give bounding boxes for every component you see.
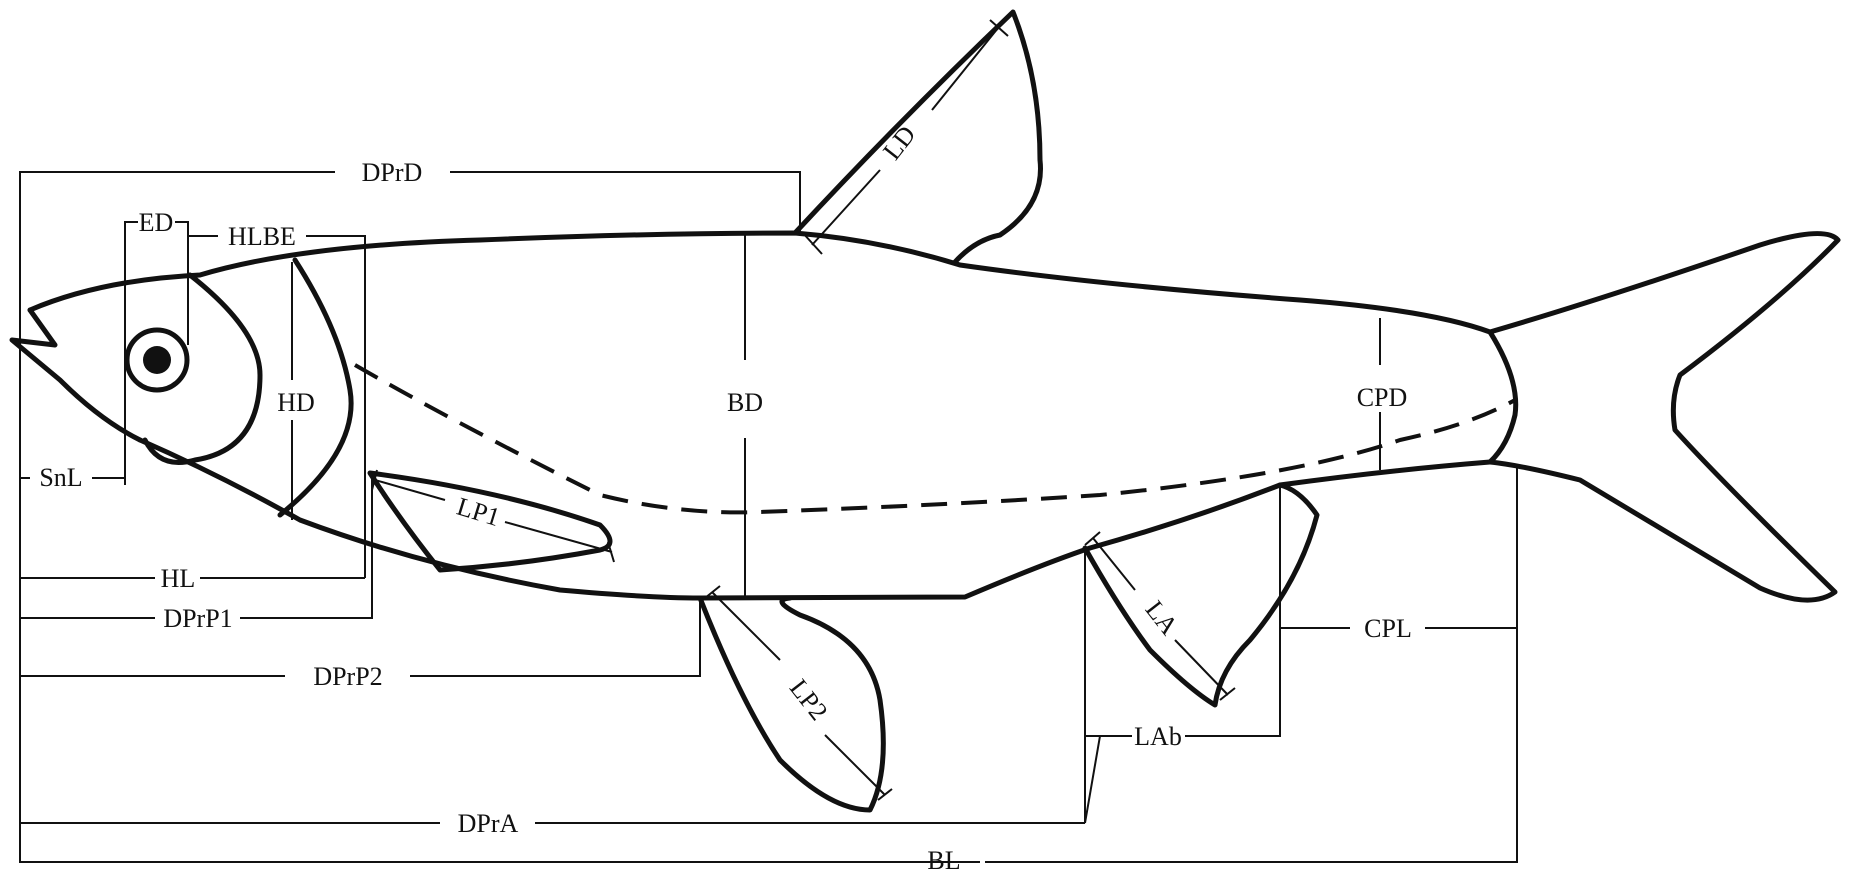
measurement-lines xyxy=(19,19,1518,863)
hlbe-bracket xyxy=(188,235,366,578)
eye-pupil xyxy=(143,346,171,374)
label-lab: LAb xyxy=(1134,722,1182,751)
gill-cover-edge xyxy=(277,257,354,518)
label-cpd: CPD xyxy=(1357,383,1408,412)
label-dprp2: DPrP2 xyxy=(313,662,382,691)
dprd-line xyxy=(19,171,801,485)
label-lp2: LP2 xyxy=(784,674,834,726)
lateral-line xyxy=(353,363,1516,515)
caudal-peduncle-end xyxy=(1487,329,1519,465)
caudal-fin xyxy=(1487,231,1841,603)
measurement-labels: DPrD LD ED HLBE HD BD CPD SnL LP1 HL DPr… xyxy=(39,120,1412,871)
label-hd: HD xyxy=(277,388,315,417)
label-dprd: DPrD xyxy=(362,158,423,187)
label-bl: BL xyxy=(927,846,960,871)
label-ld: LD xyxy=(877,120,921,165)
cpl-bracket xyxy=(985,466,1518,863)
label-la: LA xyxy=(1140,595,1184,640)
label-dprp1: DPrP1 xyxy=(163,604,232,633)
snout xyxy=(9,307,143,443)
dorsal-profile xyxy=(27,230,1493,335)
label-bd: BD xyxy=(727,388,763,417)
dprp2-line xyxy=(19,485,980,863)
lp1-line xyxy=(371,469,615,563)
eye-ring xyxy=(124,327,190,393)
ventral-profile xyxy=(137,437,1493,601)
lp2-line xyxy=(704,585,893,801)
ld-line xyxy=(801,19,1009,255)
label-cpl: CPL xyxy=(1364,614,1412,643)
pelvic-fin xyxy=(697,595,886,813)
label-ed: ED xyxy=(139,208,174,237)
lab-bracket xyxy=(1084,485,1281,824)
fish-outline xyxy=(9,9,1841,813)
ed-bracket xyxy=(124,221,189,485)
dprp1-line xyxy=(20,478,373,619)
dorsal-fin xyxy=(792,9,1043,265)
la-line xyxy=(1084,531,1236,701)
pectoral-fin xyxy=(367,470,613,573)
label-snl: SnL xyxy=(39,463,82,492)
label-dpra: DPrA xyxy=(458,809,519,838)
operculum xyxy=(142,272,263,465)
anal-fin xyxy=(1082,482,1320,708)
label-hlbe: HLBE xyxy=(228,222,296,251)
label-hl: HL xyxy=(161,564,196,593)
